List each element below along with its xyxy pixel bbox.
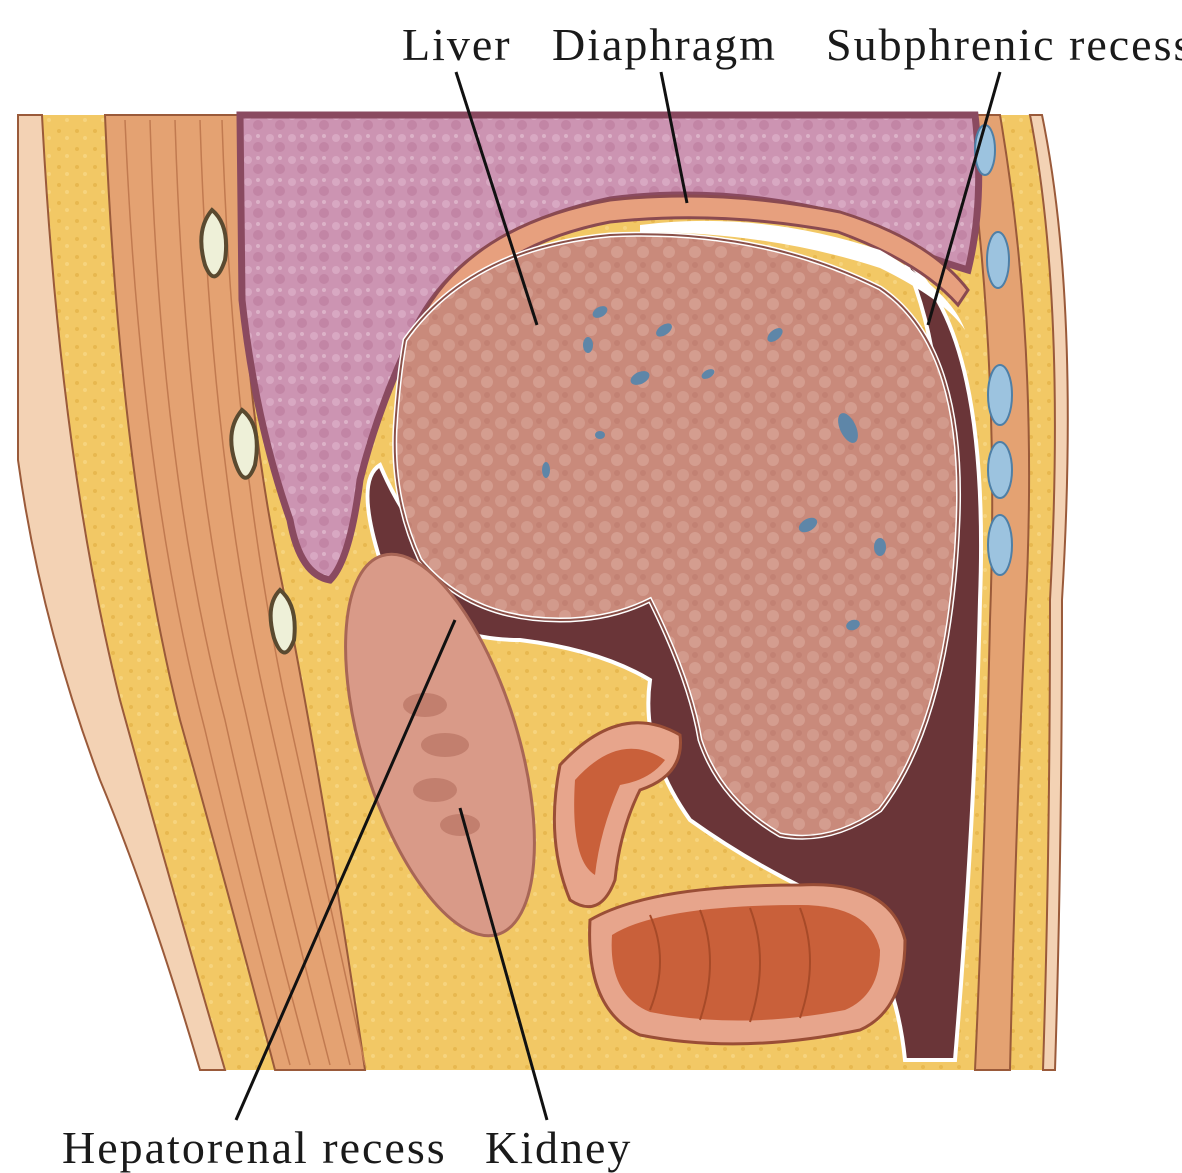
label-kidney: Kidney xyxy=(485,1122,632,1173)
label-diaphragm: Diaphragm xyxy=(552,19,777,70)
bowel-large xyxy=(590,885,905,1044)
label-hepatorenal-recess: Hepatorenal recess xyxy=(62,1122,447,1173)
label-liver: Liver xyxy=(402,19,512,70)
label-subphrenic-recess: Subphrenic recess xyxy=(826,19,1182,70)
